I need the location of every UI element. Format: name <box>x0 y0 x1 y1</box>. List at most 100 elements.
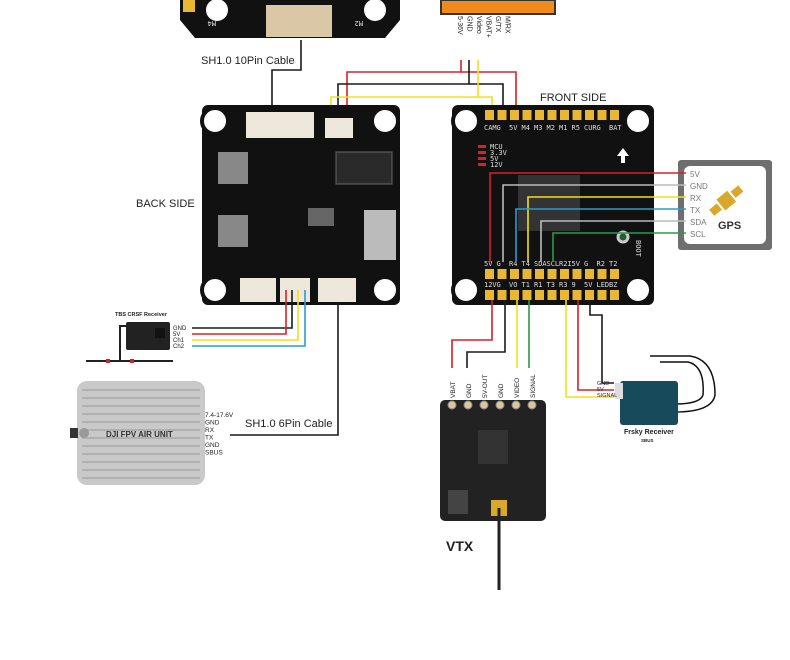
frsky-title: Frsky Receiver <box>624 429 674 436</box>
status-led <box>478 157 486 160</box>
front-bottom-pad-label: 5V <box>584 281 593 289</box>
air-unit-pin-label: Video <box>475 16 482 34</box>
front-top-pad <box>560 110 569 120</box>
front-top-pad <box>535 110 544 120</box>
status-led <box>478 145 486 148</box>
status-led <box>478 163 486 166</box>
led-label: 5V <box>490 155 499 163</box>
front-bottom-pad-label: T4 <box>522 260 530 268</box>
front-top-pad <box>585 110 594 120</box>
front-bottom-pad-label: G <box>497 260 501 268</box>
air-unit-pin-label: G/TX <box>494 16 501 33</box>
dji-pin-label: RX <box>205 427 215 434</box>
front-bottom-pad-label: LED <box>597 281 610 289</box>
front-bottom-pad-label: SCL <box>547 260 560 268</box>
front-top-pad-label: M4 <box>522 124 530 132</box>
front-bottom-pad <box>510 269 519 279</box>
front-top-pad-label: 5V <box>509 124 518 132</box>
esc-m2-label: M2 <box>355 19 363 27</box>
back-side-label: BACK SIDE <box>136 198 195 210</box>
dji-pin-label: TX <box>205 435 214 442</box>
vtx-pad <box>495 400 505 410</box>
esc-board: M4 M2 <box>180 0 400 38</box>
front-bottom-pad-label: 9 <box>572 281 576 289</box>
vtx-pin-label: VIDEO <box>514 378 521 398</box>
tbs-title: TBS CRSF Receiver <box>115 312 168 318</box>
front-bottom-pad <box>560 269 569 279</box>
frsky-pin-label: GND <box>597 381 609 387</box>
front-top-pad-label: M3 <box>534 124 542 132</box>
six-pin-cable <box>230 303 339 436</box>
vtx-pin-label: 5V-OUT <box>482 374 489 398</box>
front-top-pad-label: M1 <box>559 124 567 132</box>
front-bottom-pad <box>597 290 607 300</box>
led-label: 12V <box>490 161 503 169</box>
dji-pin-label: SBUS <box>205 450 223 457</box>
vtx-pin-label: SIGNAL <box>530 374 537 398</box>
front-top-pad-label: CAM <box>484 124 497 132</box>
front-top-pad-label: G <box>597 124 601 132</box>
front-bottom-pad-label: R1 <box>534 281 542 289</box>
back-side-board <box>200 105 400 305</box>
front-top-pad-label: BAT <box>609 124 622 132</box>
front-bottom-pad <box>497 269 507 279</box>
front-top-pad-label: R5 <box>572 124 580 132</box>
dji-pin-label: GND <box>205 420 220 427</box>
tbs-pin-label: Ch1 <box>173 338 185 344</box>
air-unit-pin-label: M/RX <box>504 16 511 34</box>
front-bottom-pad-label: BZ <box>609 281 617 289</box>
front-bottom-pad-label: T2 <box>609 260 617 268</box>
front-bottom-pad <box>522 269 532 279</box>
front-top-pad <box>522 110 532 120</box>
front-top-pad <box>510 110 519 120</box>
vtx-pad <box>527 400 537 410</box>
front-bottom-pad <box>585 269 594 279</box>
gps-pin-label: TX <box>690 206 701 215</box>
dji-pin-label: GND <box>205 442 220 449</box>
led-label: 3.3V <box>490 149 508 157</box>
vtx-pad <box>463 400 473 410</box>
vtx-pad <box>479 400 489 410</box>
front-bottom-pad-label: 12V <box>484 281 497 289</box>
front-top-pad <box>597 110 607 120</box>
six-pin-cable-label: SH1.0 6Pin Cable <box>245 418 332 430</box>
gps-pin-label: SCL <box>690 230 706 239</box>
dji-pin-label: 7.4-17.6V <box>205 412 234 419</box>
front-bottom-pad-label: T3 <box>547 281 555 289</box>
vtx-title: VTX <box>446 538 474 554</box>
front-top-pad <box>547 110 557 120</box>
front-bottom-pad-label: R2 <box>597 260 605 268</box>
front-bottom-pad <box>597 269 607 279</box>
front-bottom-pad <box>547 290 557 300</box>
gps-title: GPS <box>718 220 741 232</box>
front-top-pad <box>497 110 507 120</box>
front-bottom-pad <box>510 290 519 300</box>
front-bottom-pad-label: 5V <box>572 260 581 268</box>
frsky-pin-label: SIGNAL <box>597 393 617 399</box>
front-top-pad-label: M2 <box>547 124 555 132</box>
front-bottom-pad <box>585 290 594 300</box>
front-bottom-pad <box>547 269 557 279</box>
front-bottom-pad-label: 5V <box>484 260 493 268</box>
front-bottom-pad-label: VO <box>509 281 517 289</box>
gps-pin-label: SDA <box>690 218 707 227</box>
tbs-pin-label: 5V <box>173 332 180 338</box>
front-side-label: FRONT SIDE <box>540 92 606 104</box>
front-top-pad-label: CUR <box>584 124 597 132</box>
front-bottom-pad <box>535 269 544 279</box>
front-bottom-pad <box>610 269 619 279</box>
boot-label: BOOT <box>634 240 642 258</box>
front-top-pad <box>485 110 494 120</box>
gps-pin-label: RX <box>690 194 702 203</box>
front-bottom-pad-label: R4 <box>509 260 517 268</box>
front-bottom-pad <box>497 290 507 300</box>
front-bottom-pad <box>572 290 582 300</box>
ten-pin-cable-label: SH1.0 10Pin Cable <box>201 55 295 67</box>
vtx-pin-label: GND <box>498 383 505 398</box>
air-unit-pin-label: GND <box>466 16 473 32</box>
air-unit-pin-label: 5-36V <box>456 16 463 35</box>
front-bottom-pad-label: SDA <box>534 260 547 268</box>
